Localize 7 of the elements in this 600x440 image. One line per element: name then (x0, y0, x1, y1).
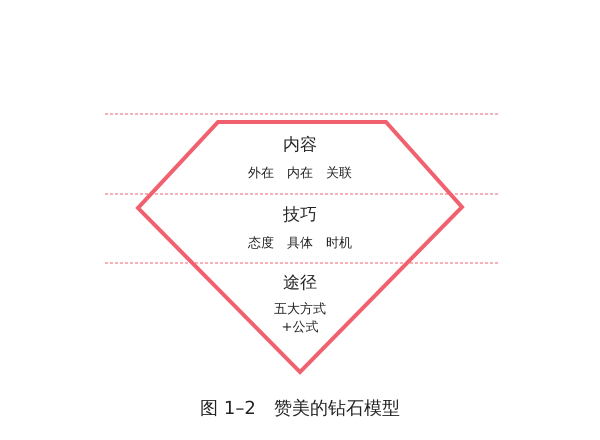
section-heading: 内容 (283, 134, 317, 156)
section-heading: 途径 (283, 272, 317, 294)
section-items: 态度 具体 时机 (248, 235, 352, 252)
section-items: 外在 内在 关联 (248, 165, 352, 182)
section-heading: 技巧 (283, 204, 317, 226)
section-items: 五大方式 +公式 (273, 301, 327, 336)
figure-caption: 图 1–2 赞美的钻石模型 (200, 398, 400, 419)
